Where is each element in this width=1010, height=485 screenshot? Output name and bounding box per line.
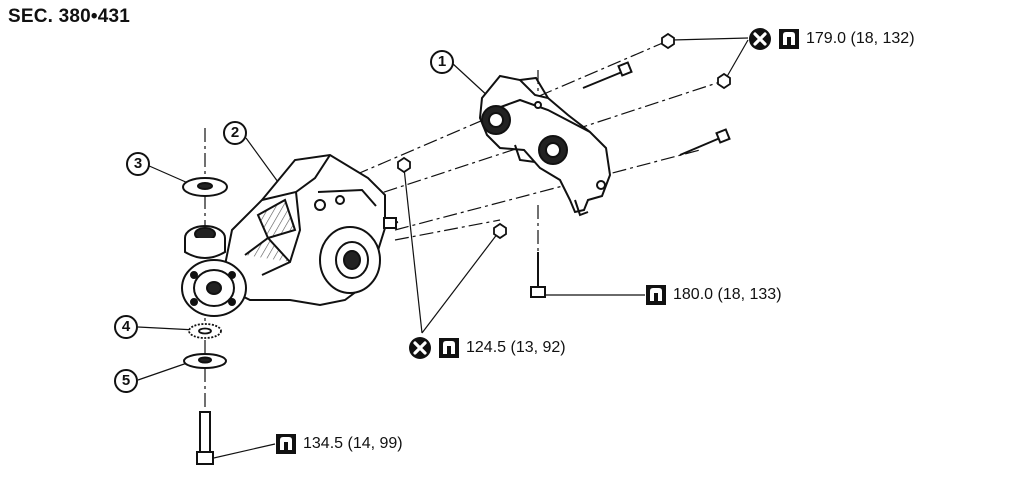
- upper-stopper: [182, 177, 228, 197]
- torque-wrench-icon: [779, 29, 799, 49]
- torque-wrench-icon: [439, 338, 459, 358]
- bracket-bolts: [530, 61, 731, 298]
- carrier-mount-bushing: [184, 225, 226, 259]
- torque-spec-180: 180.0 (18, 133): [645, 282, 782, 308]
- lower-washer-toothed: [188, 323, 222, 339]
- torque-wrench-icon: [276, 434, 296, 454]
- callout-1: 1: [430, 50, 454, 74]
- nuts: [397, 32, 731, 240]
- torque-spec-text: 134.5 (14, 99): [303, 435, 403, 452]
- callout-2: 2: [223, 121, 247, 145]
- torque-spec-124: 124.5 (13, 92): [408, 335, 566, 361]
- member-bracket: [478, 74, 612, 217]
- do-not-reuse-icon: [749, 28, 771, 50]
- torque-spec-text: 180.0 (18, 133): [673, 286, 782, 303]
- companion-flange: [181, 259, 247, 317]
- section-label: SEC. 380•431: [8, 6, 131, 27]
- torque-spec-134: 134.5 (14, 99): [275, 431, 403, 457]
- leader-lines: [137, 37, 749, 461]
- lower-mount-bolt: [196, 411, 214, 465]
- torque-wrench-icon: [646, 285, 666, 305]
- do-not-reuse-icon: [409, 337, 431, 359]
- callout-3: 3: [126, 152, 150, 176]
- torque-spec-text: 124.5 (13, 92): [466, 339, 566, 356]
- torque-spec-179: 179.0 (18, 132): [748, 26, 915, 52]
- callout-4: 4: [114, 315, 138, 339]
- callout-5: 5: [114, 369, 138, 393]
- differential-carrier: [223, 153, 399, 307]
- torque-spec-text: 179.0 (18, 132): [806, 30, 915, 47]
- lower-washer-plain: [183, 353, 227, 369]
